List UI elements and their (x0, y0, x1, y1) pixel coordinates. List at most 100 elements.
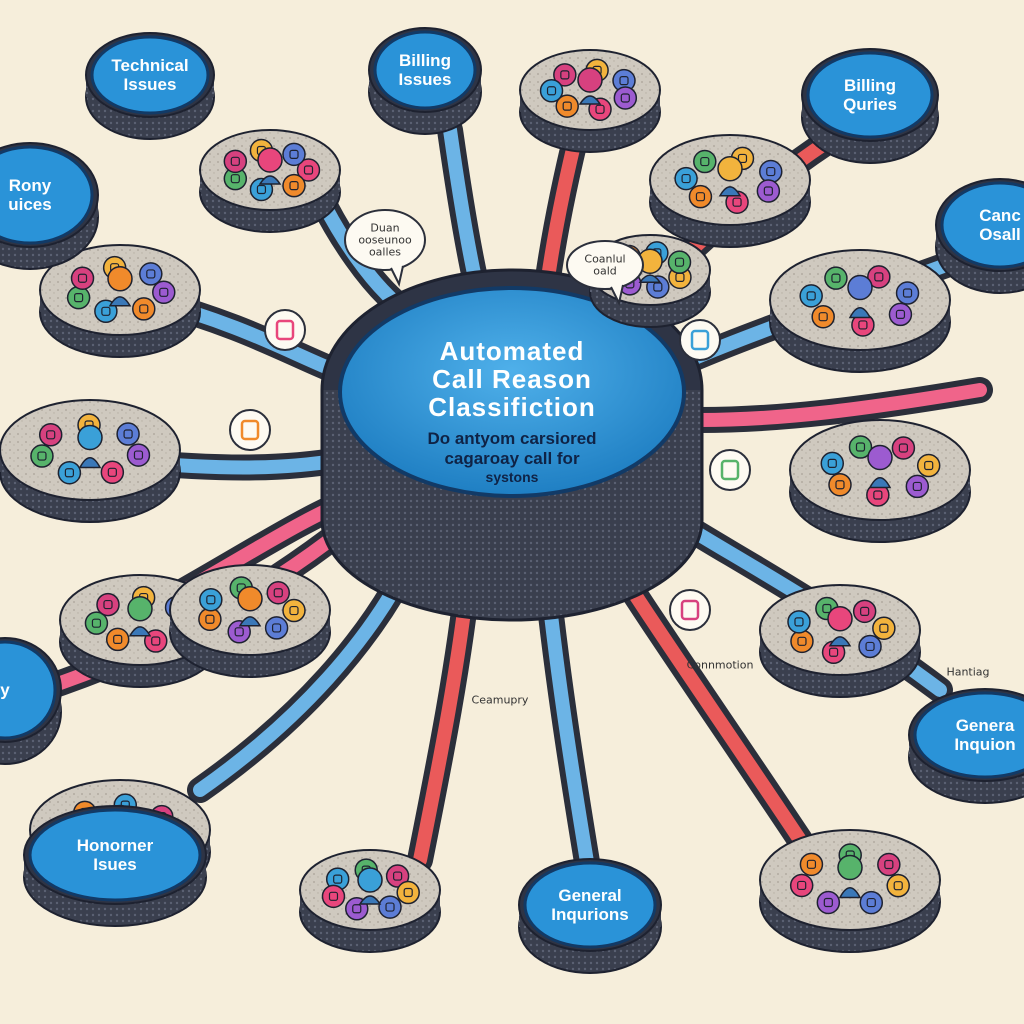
category-label-technical-2: Issues (124, 75, 177, 94)
phone-icon (38, 423, 63, 447)
central-hub[interactable]: Automated Call Reason Classifiction Do a… (320, 268, 704, 622)
cluster-7 (769, 249, 951, 373)
agent-icon (237, 586, 263, 627)
phone-icon (916, 453, 941, 478)
category-node-left-mid[interactable]: y (0, 637, 62, 765)
agent-icon (867, 444, 893, 489)
phone-icon (555, 94, 579, 118)
phone-icon (282, 173, 306, 198)
annotation-note-3: Connmotion (687, 659, 754, 672)
annotation-note-5: Hantiag (946, 666, 989, 679)
chat-bubble-icon (229, 409, 271, 451)
phone-icon (872, 616, 896, 640)
phone-icon (385, 864, 410, 888)
annotation-text-note-2-2: oald (593, 265, 617, 278)
phone-icon (866, 483, 890, 507)
phone-icon (223, 149, 248, 174)
hub-title-line-2: Call Reason (432, 364, 592, 394)
phone-icon (816, 890, 841, 915)
annotation-text-note-3-1: Connmotion (687, 659, 754, 672)
agent-icon (257, 147, 283, 185)
phone-icon (858, 634, 882, 659)
phone-icon (321, 884, 346, 909)
annotation-text-note-1-1: Duan (370, 222, 399, 235)
phone-icon (553, 63, 577, 87)
phone-icon (266, 581, 291, 605)
cluster-11 (299, 849, 441, 953)
cluster-platforms (0, 49, 971, 953)
phone-icon (824, 266, 848, 290)
phone-icon (282, 598, 306, 623)
category-label-general-bottom-2: Inqurions (551, 905, 628, 924)
category-label-billing-issues-1: Billing (399, 51, 451, 70)
category-label-left-top-2: uices (8, 195, 51, 214)
annotation-note-4: Ceamupry (472, 694, 529, 707)
cluster-1 (199, 129, 341, 233)
category-label-billing-issues-2: Issues (399, 70, 452, 89)
cluster-2 (39, 244, 201, 358)
hub-subtitle-line-2: cagaroay call for (444, 449, 580, 468)
cluster-10 (169, 564, 331, 678)
agent-icon (577, 67, 603, 105)
phone-icon (859, 890, 884, 915)
phone-icon (886, 873, 910, 898)
phone-icon (756, 179, 781, 203)
phone-icon (100, 460, 125, 485)
annotation-text-note-1-2: ooseunoo (358, 234, 412, 247)
category-label-honorner-2: Isues (93, 855, 136, 874)
cluster-3 (0, 399, 181, 523)
phone-icon (613, 86, 638, 110)
annotation-text-note-2-1: Coanlul (584, 253, 625, 266)
agent-icon (77, 424, 103, 469)
phone-icon (877, 852, 901, 877)
category-label-general-right-2: Inquion (954, 735, 1015, 754)
agent-icon (717, 156, 743, 197)
phone-icon (891, 436, 916, 460)
hub-title-line-1: Automated (440, 336, 585, 366)
phone-icon (30, 444, 54, 468)
phone-icon (725, 190, 749, 214)
annotations: DuanooseunoooallesCoanluloaldConnmotionC… (229, 209, 990, 707)
category-label-left-top-1: Rony (9, 176, 52, 195)
phone-icon (789, 873, 814, 898)
cluster-9 (759, 584, 921, 698)
phone-icon (799, 284, 823, 308)
phone-icon (126, 443, 151, 467)
chat-bubble-icon (669, 589, 711, 631)
phone-icon (799, 852, 824, 877)
phone-icon (688, 184, 713, 209)
phone-icon (84, 611, 109, 635)
phone-icon (282, 142, 306, 167)
phone-icon (152, 280, 176, 305)
phone-icon (787, 610, 811, 634)
phone-icon (296, 158, 321, 182)
agent-icon (357, 867, 383, 905)
chat-bubble-icon (264, 309, 306, 351)
agent-icon (827, 606, 853, 647)
category-label-billing-quries-2: Quries (843, 95, 897, 114)
category-label-left-mid-1: y (0, 681, 10, 700)
annotation-text-note-1-3: oalles (369, 246, 401, 259)
cluster-6 (649, 134, 811, 248)
phone-icon (199, 588, 223, 612)
phone-icon (848, 435, 873, 459)
category-label-honorner-1: Honorner (77, 836, 154, 855)
phone-icon (888, 302, 913, 327)
phone-icon (867, 265, 891, 289)
chat-bubble-icon (679, 319, 721, 361)
hub-title-line-3: Classifiction (428, 392, 596, 422)
phone-icon (325, 867, 350, 891)
phone-icon (66, 285, 91, 310)
phone-icon (539, 79, 564, 103)
hub-subtitle-line-1: Do antyom carsiored (427, 429, 596, 448)
